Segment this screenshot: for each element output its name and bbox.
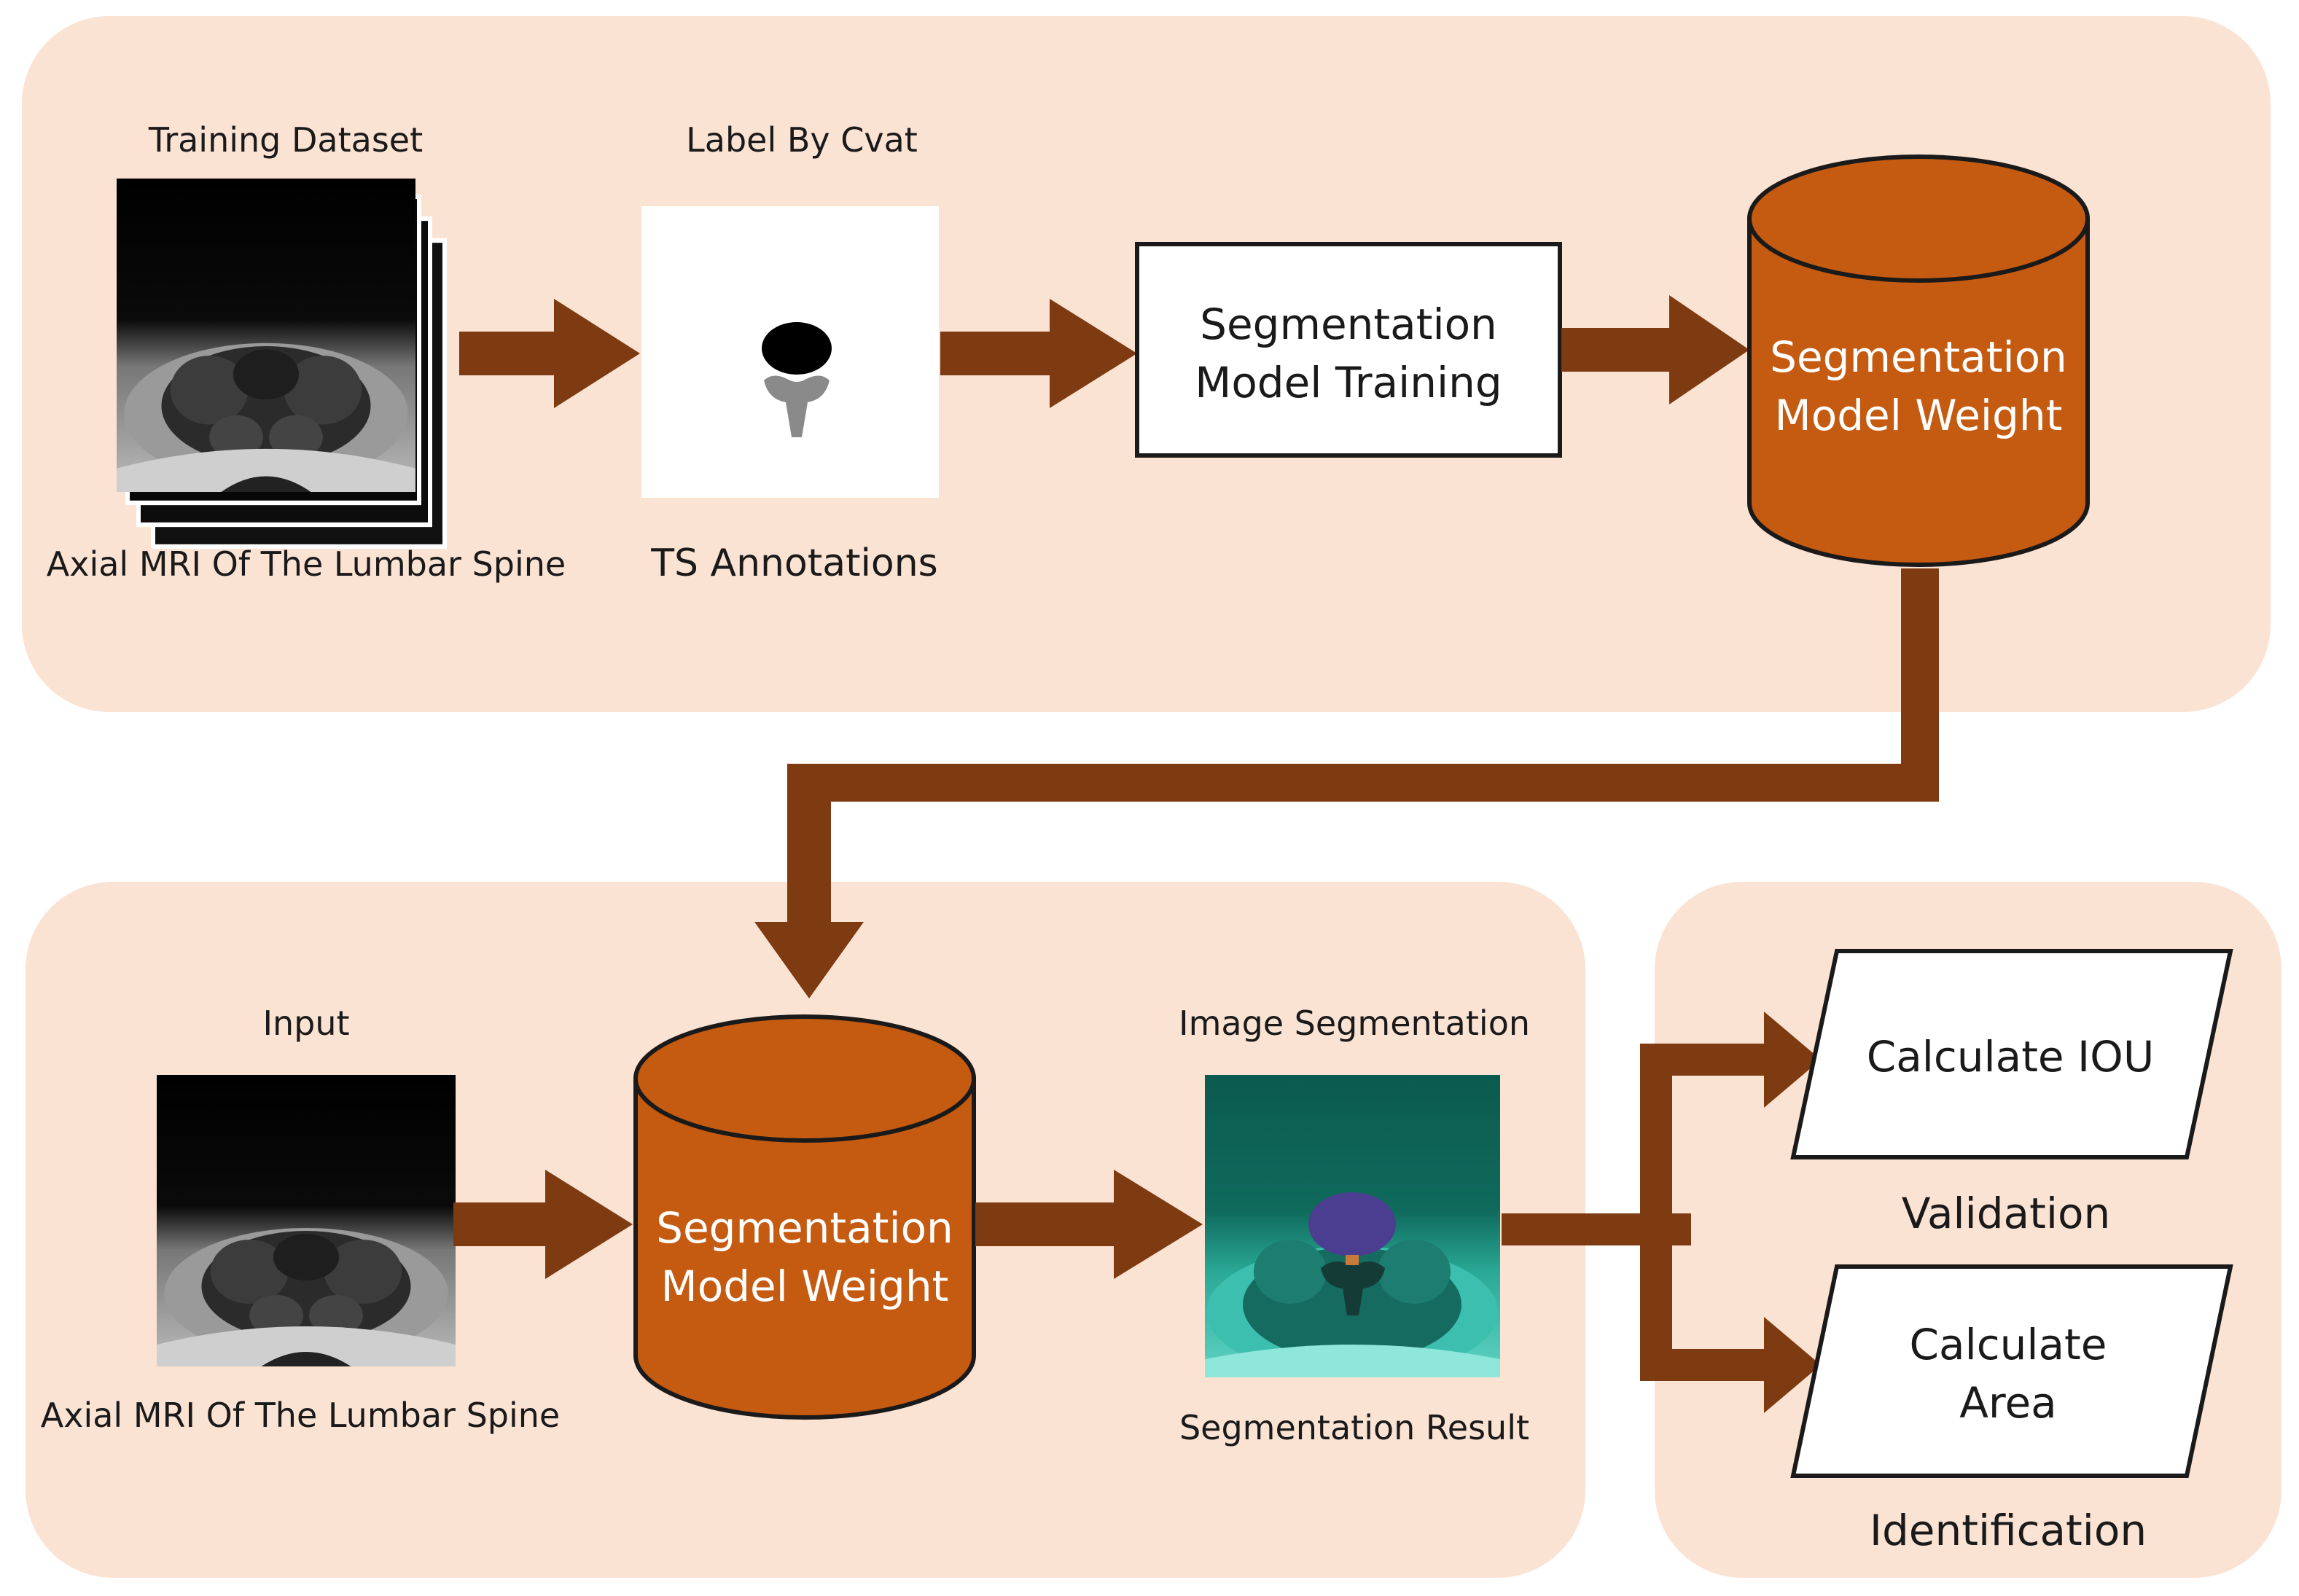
arrow-weight-to-inference <box>754 568 1939 998</box>
input-mri-image <box>157 1075 456 1366</box>
input-label: Input <box>262 1004 349 1043</box>
calculate-iou-text: Calculate IOU <box>1867 1032 2155 1081</box>
segmentation-model-training-box <box>1135 242 1562 458</box>
calculate-area-line2: Area <box>1959 1378 2056 1428</box>
top-cylinder-line1: Segmentation <box>1770 332 2067 382</box>
input-mri-caption: Axial MRI Of The Lumbar Spine <box>41 1396 560 1435</box>
segmentation-model-weight-cylinder-top <box>1747 154 2090 567</box>
top-cylinder-line2: Model Weight <box>1775 391 2063 440</box>
calculate-area-line1: Calculate <box>1910 1320 2107 1369</box>
ts-annotations-caption: TS Annotations <box>650 541 938 585</box>
training-dataset-stack <box>117 179 447 549</box>
identification-label: Identification <box>1870 1506 2147 1555</box>
calculate-iou-shape <box>1790 949 2233 1159</box>
segmentation-model-weight-cylinder-bottom <box>633 1014 976 1420</box>
training-mri-caption: Axial MRI Of The Lumbar Spine <box>47 544 566 584</box>
image-segmentation-label: Image Segmentation <box>1179 1004 1530 1043</box>
label-by-cvat-label: Label By Cvat <box>686 120 918 160</box>
arrow-segmentation-to-evaluation <box>1502 1012 1821 1413</box>
training-dataset-label: Training Dataset <box>148 120 423 160</box>
validation-label: Validation <box>1902 1189 2110 1238</box>
arrow-training-to-weight <box>1561 295 1749 404</box>
bottom-cylinder-line1: Segmentation <box>656 1203 953 1253</box>
segmentation-result-image <box>1205 1075 1500 1377</box>
arrow-weight-to-segmentation <box>975 1170 1203 1279</box>
training-box-line2: Model Training <box>1195 358 1502 407</box>
segmentation-result-caption: Segmentation Result <box>1179 1408 1529 1447</box>
calculate-area-shape <box>1790 1264 2233 1478</box>
training-box-line1: Segmentation <box>1200 300 1497 349</box>
arrow-input-to-weight <box>453 1170 633 1279</box>
arrow-dataset-to-annotation <box>459 299 640 408</box>
annotation-mask-image <box>641 206 939 498</box>
training-mri-image <box>117 179 415 492</box>
arrow-annotation-to-training <box>940 299 1137 408</box>
bottom-cylinder-line2: Model Weight <box>661 1261 949 1311</box>
